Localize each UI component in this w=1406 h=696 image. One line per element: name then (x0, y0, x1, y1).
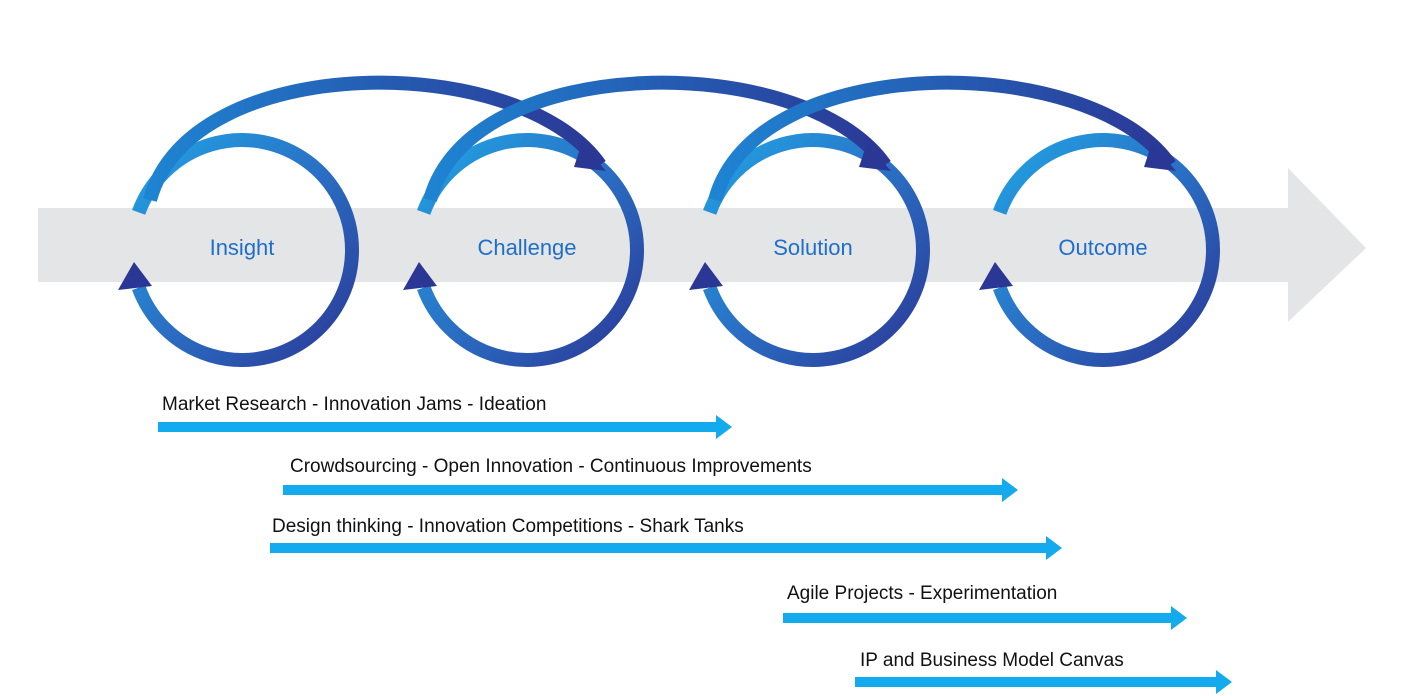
bridge-arrowhead-insight-to-challenge (574, 143, 606, 171)
cycle-arrowhead-solution (689, 262, 723, 290)
cycle-arrowhead-insight (118, 262, 152, 290)
stage-label-outcome: Outcome (1058, 235, 1147, 260)
activity-label-market-research: Market Research - Innovation Jams - Idea… (162, 394, 547, 415)
stage-label-solution: Solution (773, 235, 853, 260)
cycle-loop-insight (132, 133, 359, 367)
cycle-arrowhead-challenge (403, 262, 437, 290)
activity-arrow-design-thinking (270, 536, 1062, 560)
cycle-arrowhead-outcome (979, 262, 1013, 290)
cycle-loop-solution (703, 133, 930, 367)
bridge-arc-challenge-to-solution (423, 75, 891, 202)
cycle-loop-challenge (417, 133, 644, 367)
cycle-loop-outcome (993, 133, 1220, 367)
activity-label-agile-projects: Agile Projects - Experimentation (787, 583, 1058, 604)
activity-arrow-agile-projects (783, 606, 1187, 630)
stage-label-challenge: Challenge (477, 235, 576, 260)
bridge-arc-insight-to-challenge (143, 75, 606, 202)
bridge-arc-solution-to-outcome (708, 75, 1176, 202)
bridge-arrowhead-challenge-to-solution (859, 143, 891, 171)
stage-label-insight: Insight (210, 235, 275, 260)
activity-label-crowdsourcing: Crowdsourcing - Open Innovation - Contin… (290, 456, 812, 477)
activity-arrow-ip-canvas (855, 670, 1232, 694)
activity-arrow-crowdsourcing (283, 478, 1018, 502)
bridge-arrowhead-solution-to-outcome (1144, 143, 1176, 171)
activity-label-design-thinking: Design thinking - Innovation Competition… (272, 516, 744, 537)
activity-arrow-market-research (158, 415, 732, 439)
main-process-arrow (38, 168, 1366, 322)
activity-label-ip-canvas: IP and Business Model Canvas (860, 650, 1124, 671)
